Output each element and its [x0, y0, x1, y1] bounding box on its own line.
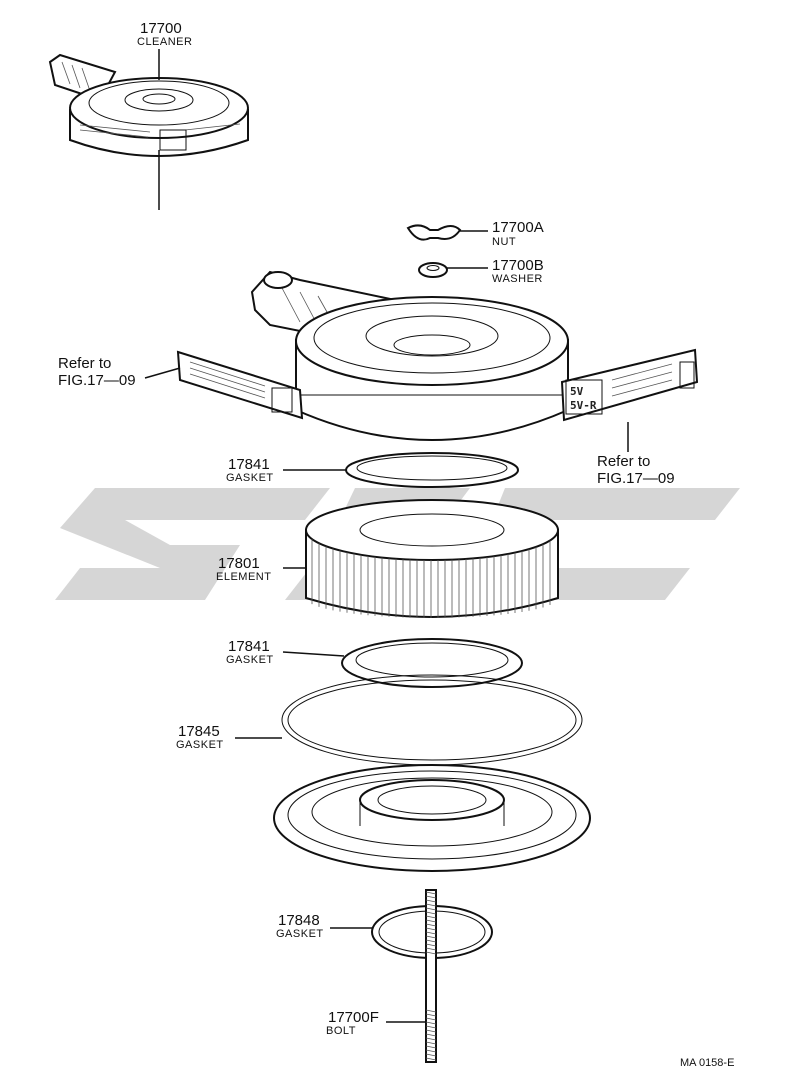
gasket-lower-part-name: GASKET — [226, 654, 274, 666]
callout-gasket-small: 17848 GASKET — [276, 912, 324, 940]
reference-left-line1: Refer to — [58, 355, 111, 372]
gasket-upper-part-name: GASKET — [226, 472, 274, 484]
gasket-large-part-name: GASKET — [176, 739, 224, 751]
left-band-strap — [176, 350, 304, 420]
gasket-small-part-number: 17848 — [278, 912, 320, 929]
callout-bolt: 17700F BOLT — [326, 1009, 379, 1037]
stud-bolt — [386, 889, 437, 1063]
reference-right-line2: FIG.17—09 — [597, 470, 675, 487]
reference-left: Refer to FIG.17—09 — [58, 355, 181, 389]
decal-line-2: 5V-R — [570, 399, 597, 412]
cleaner-part-name: CLEANER — [137, 36, 192, 48]
washer-part-number: 17700B — [492, 257, 544, 274]
reference-right: Refer to FIG.17—09 — [597, 422, 675, 487]
callout-gasket-lower: 17841 GASKET — [226, 638, 274, 666]
air-cleaner-cover — [250, 270, 569, 441]
element-part-number: 17801 — [218, 555, 260, 572]
cleaner-part-number: 17700 — [140, 20, 182, 37]
nut-part-name: NUT — [492, 236, 516, 248]
reference-right-line1: Refer to — [597, 453, 650, 470]
nut-part-number: 17700A — [492, 219, 544, 236]
reference-left-line2: FIG.17—09 — [58, 372, 136, 389]
cleaner-assembly-thumbnail — [48, 49, 249, 210]
callout-cleaner: 17700 CLEANER — [137, 20, 192, 48]
gasket-upper — [283, 452, 519, 488]
gasket-small-part-name: GASKET — [276, 928, 324, 940]
bolt-part-name: BOLT — [326, 1025, 356, 1037]
right-band-strap: 5V 5V-R — [560, 348, 699, 422]
callout-gasket-upper: 17841 GASKET — [226, 456, 274, 484]
callout-gasket-large: 17845 GASKET — [176, 723, 224, 751]
washer — [418, 262, 488, 278]
bolt-part-number: 17700F — [328, 1009, 379, 1026]
gasket-lower-part-number: 17841 — [228, 638, 270, 655]
filter-element — [283, 499, 559, 618]
gasket-small — [330, 905, 493, 959]
gasket-large-part-number: 17845 — [178, 723, 220, 740]
gasket-upper-part-number: 17841 — [228, 456, 270, 473]
gasket-large — [235, 674, 583, 766]
callout-washer: 17700B WASHER — [492, 257, 544, 285]
wing-nut — [406, 224, 488, 241]
drawing-code: MA 0158-E — [680, 1057, 734, 1069]
washer-part-name: WASHER — [492, 273, 543, 285]
element-part-name: ELEMENT — [216, 571, 271, 583]
gasket-lower — [282, 638, 523, 688]
air-cleaner-case-base — [273, 764, 591, 872]
callout-nut: 17700A NUT — [492, 219, 544, 248]
decal-line-1: 5V — [570, 385, 584, 398]
callout-element: 17801 ELEMENT — [216, 555, 271, 583]
